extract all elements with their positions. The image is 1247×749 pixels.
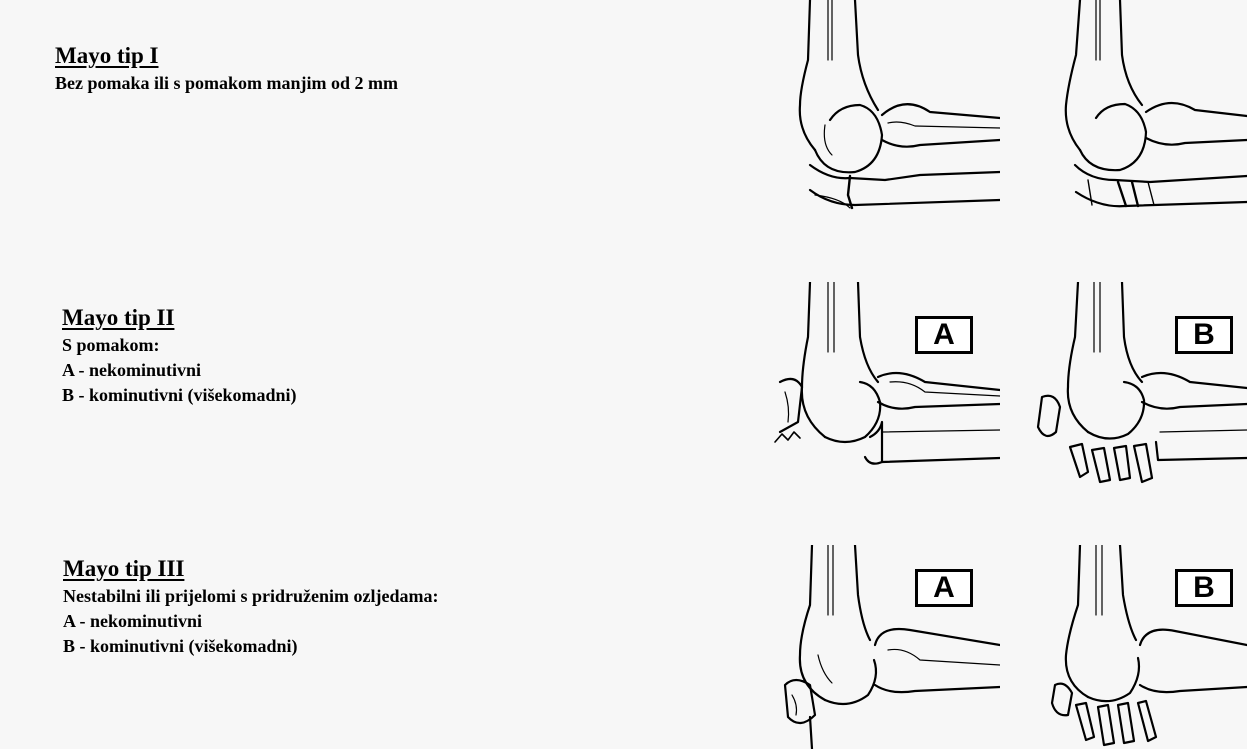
elbow-type-2a-figure xyxy=(770,282,1000,492)
section-description: Nestabilni ili prijelomi s pridruženim o… xyxy=(63,584,438,609)
section-mayo-type-3: Mayo tip III Nestabilni ili prijelomi s … xyxy=(63,556,438,659)
elbow-type-2b-figure xyxy=(1030,282,1247,492)
section-title: Mayo tip III xyxy=(63,556,184,582)
section-mayo-type-1: Mayo tip I Bez pomaka ili s pomakom manj… xyxy=(55,43,398,96)
subtype-a-description: A - nekominutivni xyxy=(63,609,438,634)
section-title: Mayo tip II xyxy=(62,305,174,331)
subtype-a-label: A xyxy=(915,569,973,607)
subtype-a-label: A xyxy=(915,316,973,354)
elbow-type-1-nondisplaced-figure xyxy=(770,0,1000,225)
section-description: Bez pomaka ili s pomakom manjim od 2 mm xyxy=(55,71,398,96)
subtype-b-description: B - kominutivni (višekomadni) xyxy=(62,383,297,408)
section-mayo-type-2: Mayo tip II S pomakom: A - nekominutivni… xyxy=(62,305,297,408)
subtype-b-label: B xyxy=(1175,316,1233,354)
subtype-b-label: B xyxy=(1175,569,1233,607)
section-title: Mayo tip I xyxy=(55,43,159,69)
subtype-a-description: A - nekominutivni xyxy=(62,358,297,383)
elbow-type-1-minimal-displacement-figure xyxy=(1030,0,1247,225)
subtype-b-description: B - kominutivni (višekomadni) xyxy=(63,634,438,659)
section-description: S pomakom: xyxy=(62,333,297,358)
